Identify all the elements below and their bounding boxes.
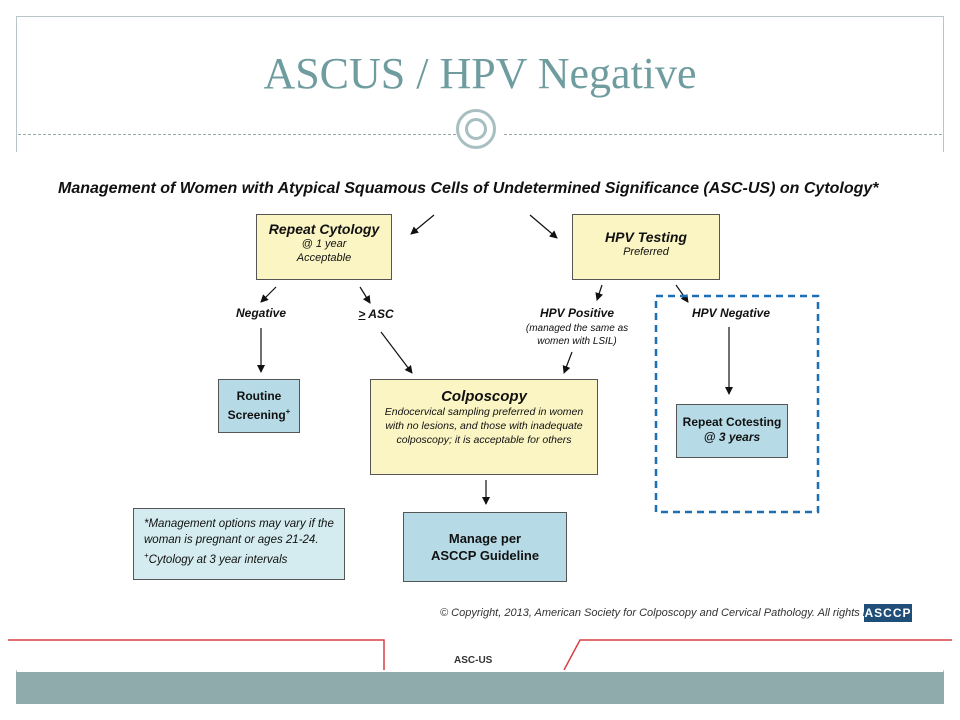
asc-symbol: > <box>358 307 366 321</box>
footer-red-line-left <box>8 639 385 670</box>
flowchart-image: Management of Women with Atypical Squamo… <box>8 152 952 670</box>
footnote-mark: + <box>144 551 149 560</box>
hpv-positive-note-2: women with LSIL) <box>537 336 617 347</box>
slide-bottom-bar <box>16 672 944 704</box>
repeat-cotesting-line1: Repeat Cotesting <box>682 415 782 429</box>
routine-screening-line1: Routine <box>236 389 282 403</box>
manage-per-line1: Manage per <box>448 531 522 546</box>
footnote-box: *Management options may vary if the woma… <box>133 508 345 580</box>
asc-label: > ASC <box>354 307 398 321</box>
routine-screening-line2-wrap: Screening+ <box>219 404 299 423</box>
arrow-to-repeat-cytology <box>410 214 435 235</box>
arrow-to-asc <box>359 286 371 304</box>
repeat-cytology-status: Acceptable <box>296 252 352 264</box>
connector-layer <box>8 214 952 670</box>
footnote-line3-wrap: +Cytology at 3 year intervals <box>144 548 344 568</box>
arrow-hpv-positive-to-colposcopy <box>562 351 573 374</box>
colposcopy-line1: Endocervical sampling preferred in women <box>384 406 584 418</box>
hpv-positive-note-1: (managed the same as <box>525 323 629 334</box>
repeat-cytology-title: Repeat Cytology <box>268 221 380 237</box>
arrow-asc-to-colposcopy <box>380 331 413 374</box>
colposcopy-line3: colposcopy; it is acceptable for others <box>396 434 572 446</box>
repeat-cytology-interval: @ 1 year <box>301 238 347 250</box>
slide-title: ASCUS / HPV Negative <box>263 49 697 98</box>
repeat-cotesting-line2: @ 3 years <box>703 430 761 444</box>
asc-text: ASC <box>368 307 394 321</box>
footnote-line1: *Management options may vary if the <box>144 518 334 530</box>
colposcopy-line2: with no lesions, and those with inadequa… <box>385 420 583 432</box>
footnote-line3: Cytology at 3 year intervals <box>148 553 288 566</box>
routine-screening-mark: + <box>285 407 291 416</box>
hpv-testing-title: HPV Testing <box>605 229 687 245</box>
arrow-to-hpv-negative <box>675 284 689 303</box>
divider-ring-ornament <box>456 109 496 149</box>
arrow-to-hpv-positive <box>595 284 604 301</box>
title-divider-right <box>504 134 942 135</box>
footer-red-line-right <box>563 639 952 670</box>
hpv-testing-status: Preferred <box>623 246 669 258</box>
title-divider-left <box>18 134 456 135</box>
copyright-text: © Copyright, 2013, American Society for … <box>440 607 909 619</box>
arrow-to-hpv-testing <box>529 214 558 239</box>
manage-per-line2: ASCCP Guideline <box>430 548 540 563</box>
hpv-positive-label: HPV Positive <box>539 306 615 320</box>
hpv-testing-box: HPV Testing Preferred <box>572 214 720 280</box>
hpv-negative-highlight <box>654 294 820 514</box>
manage-per-box: Manage per ASCCP Guideline <box>403 512 567 582</box>
footer-label: ASC-US <box>454 655 493 666</box>
arrow-to-negative <box>260 286 277 303</box>
diagram-heading: Management of Women with Atypical Squamo… <box>58 180 879 197</box>
colposcopy-title: Colposcopy <box>441 388 527 405</box>
asccp-logo: ASCCP <box>864 604 912 622</box>
routine-screening-box: Routine Screening+ <box>218 379 300 433</box>
negative-label: Negative <box>235 306 287 320</box>
colposcopy-box: Colposcopy Endocervical sampling preferr… <box>370 379 598 475</box>
routine-screening-line2: Screening <box>227 408 286 422</box>
repeat-cotesting-box: Repeat Cotesting @ 3 years <box>676 404 788 458</box>
hpv-negative-label: HPV Negative <box>691 306 771 320</box>
repeat-cytology-box: Repeat Cytology @ 1 year Acceptable <box>256 214 392 280</box>
footnote-line2: woman is pregnant or ages 21-24. <box>144 534 319 546</box>
